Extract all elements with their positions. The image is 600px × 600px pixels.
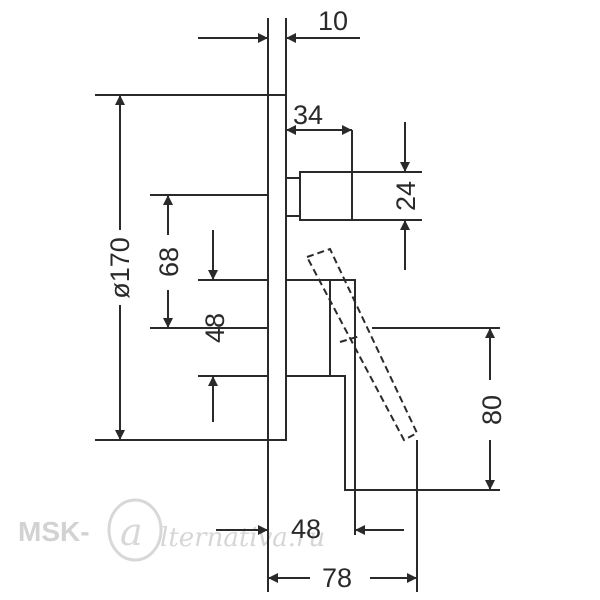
watermark-at-symbol bbox=[107, 498, 163, 562]
dim-label-stem-diameter: 24 bbox=[391, 181, 421, 211]
wall-plate bbox=[267, 94, 287, 441]
dim-label-lower-offset: 48 bbox=[200, 313, 230, 343]
lever-outline bbox=[286, 279, 356, 490]
dim-label-lever-height: 80 bbox=[477, 395, 507, 425]
stem-collar bbox=[285, 177, 301, 217]
watermark-at-glyph: a bbox=[120, 510, 143, 554]
dim-label-plate-diameter: ø170 bbox=[105, 237, 135, 299]
dim-label-plate-thickness: 10 bbox=[318, 6, 348, 36]
lever-lower bbox=[286, 375, 355, 491]
lever-rotated-position bbox=[305, 247, 419, 442]
dim-label-stem-projection: 34 bbox=[293, 100, 323, 130]
stem-knob bbox=[299, 171, 353, 221]
watermark: MSK- a lternativa.ru bbox=[18, 498, 325, 562]
watermark-script: lternativa.ru bbox=[160, 523, 325, 553]
watermark-prefix: MSK- bbox=[18, 516, 90, 547]
dim-label-upper-offset: 68 bbox=[154, 247, 184, 277]
dim-label-overall-depth: 78 bbox=[322, 563, 352, 593]
lever-rotated-joint bbox=[339, 335, 361, 343]
dim-label-lever-projection: 48 bbox=[291, 514, 321, 544]
